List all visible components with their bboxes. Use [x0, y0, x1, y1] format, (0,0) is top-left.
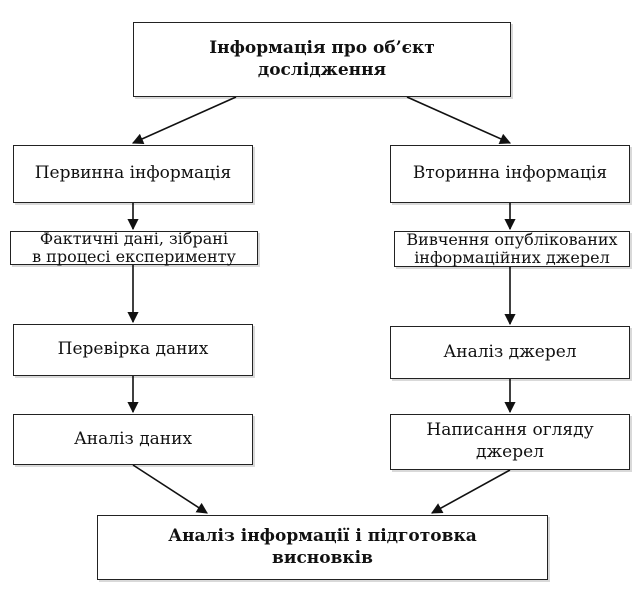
node-factual-data: Фактичні дані, зібрані в процесі експери… [10, 228, 258, 266]
node-object-information: Інформація про об’єкт дослідження [133, 22, 511, 97]
node-study-sources-line2: інформаційних джерел [414, 248, 610, 267]
node-source-review-line1: Написання огляду [426, 420, 594, 441]
node-study-sources-line1: Вивчення опублікованих [406, 229, 618, 249]
node-primary-information: Первинна інформація [13, 145, 253, 203]
arrow-top-to-primary [131, 96, 237, 145]
node-factual-data-line1: Фактичні дані, зібрані [39, 228, 229, 248]
node-object-information-line2: дослідження [257, 59, 387, 80]
node-secondary-information-label: Вторинна інформація [412, 163, 608, 184]
node-study-sources: Вивчення опублікованих інформаційних дже… [394, 229, 630, 267]
node-data-analysis: Аналіз даних [13, 414, 253, 465]
node-secondary-information: Вторинна інформація [390, 145, 630, 203]
node-data-analysis-label: Аналіз даних [73, 428, 193, 449]
node-conclusions-line2: висновків [272, 547, 373, 568]
node-source-review: Написання огляду джерел [390, 414, 630, 470]
node-source-analysis-label: Аналіз джерел [443, 341, 577, 362]
node-source-analysis: Аналіз джерел [390, 326, 630, 379]
arrow-top-to-secondary [406, 96, 512, 145]
node-object-information-line1: Інформація про об’єкт [209, 37, 435, 58]
node-conclusions: Аналіз інформації і підготовка висновків [97, 515, 548, 580]
node-data-check: Перевірка даних [13, 324, 253, 376]
node-conclusions-line1: Аналіз інформації і підготовка [168, 525, 477, 546]
node-source-review-line2: джерел [476, 442, 544, 462]
arrow-data-analysis-to-bottom [132, 464, 208, 514]
node-data-check-label: Перевірка даних [57, 339, 209, 360]
arrow-review-to-bottom [431, 469, 511, 514]
node-primary-information-label: Первинна інформація [34, 163, 232, 184]
node-factual-data-line2: в процесі експерименту [32, 247, 236, 266]
